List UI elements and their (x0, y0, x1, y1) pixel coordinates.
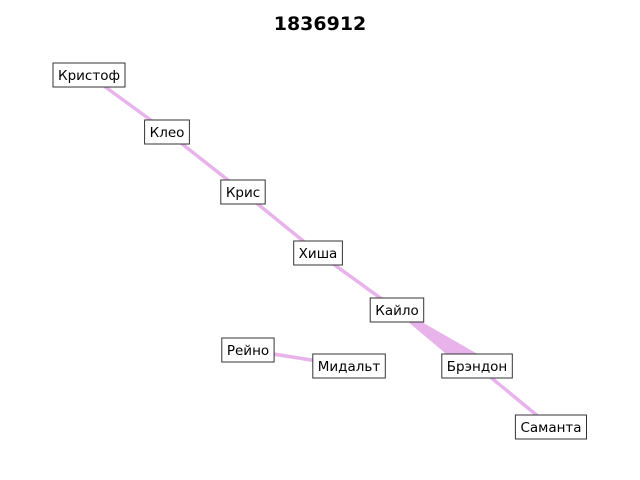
node-samanta[interactable]: Саманта (514, 414, 588, 440)
node-kailo[interactable]: Кайло (369, 297, 425, 323)
node-box (221, 337, 275, 363)
node-label: Хиша (299, 246, 338, 262)
node-box (293, 240, 343, 266)
node-kleo[interactable]: Клео (144, 119, 190, 145)
node-reino[interactable]: Рейно (221, 337, 275, 363)
node-kristof[interactable]: Кристоф (52, 62, 126, 88)
node-kris[interactable]: Крис (220, 179, 266, 205)
node-label: Мидальт (318, 359, 381, 375)
node-box (144, 119, 190, 145)
node-midalt[interactable]: Мидальт (312, 353, 386, 379)
node-label: Рейно (227, 343, 269, 359)
node-box (369, 297, 425, 323)
node-brendon[interactable]: Брэндон (441, 353, 513, 379)
node-label: Брэндон (447, 359, 508, 375)
node-box (514, 414, 588, 440)
node-label: Кристоф (58, 68, 120, 84)
node-box (220, 179, 266, 205)
node-box (441, 353, 513, 379)
node-label: Крис (226, 185, 260, 201)
node-box (52, 62, 126, 88)
diagram-title: 1836912 (274, 13, 367, 35)
node-hisha[interactable]: Хиша (293, 240, 343, 266)
node-label: Кайло (375, 303, 419, 319)
node-box (312, 353, 386, 379)
node-label: Саманта (520, 420, 581, 436)
node-label: Клео (150, 125, 185, 141)
